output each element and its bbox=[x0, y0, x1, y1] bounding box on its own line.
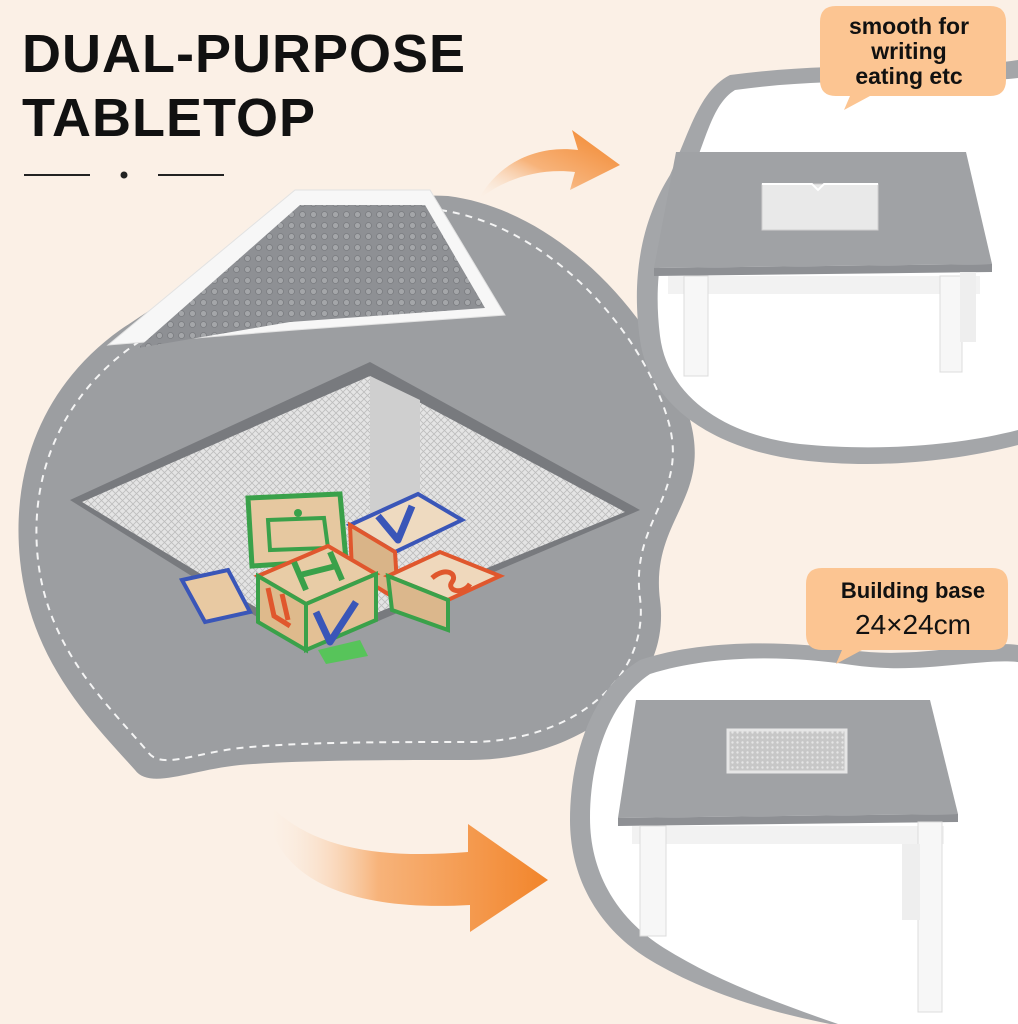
page-headline: DUAL-PURPOSE TABLETOP bbox=[22, 22, 466, 150]
arrow-to-smooth-table bbox=[478, 130, 620, 200]
building-callout-title: Building base bbox=[840, 578, 986, 603]
smooth-callout-line-1: smooth for bbox=[848, 13, 970, 39]
headline-divider bbox=[24, 171, 224, 179]
alphabet-blocks bbox=[178, 491, 506, 664]
building-table-panel bbox=[570, 643, 1018, 1024]
building-plate-lid bbox=[106, 189, 506, 348]
smooth-callout-line-3: eating etc bbox=[855, 63, 963, 89]
building-callout-size: 24×24cm bbox=[855, 609, 971, 640]
arrow-to-building-table bbox=[265, 800, 548, 932]
smooth-callout-bubble bbox=[820, 6, 1006, 110]
headline-line-1: DUAL-PURPOSE bbox=[22, 24, 467, 84]
smooth-callout-text: smooth for writing eating etc bbox=[834, 14, 984, 89]
smooth-callout-line-2: writing bbox=[871, 38, 947, 64]
smooth-table-panel bbox=[636, 60, 1018, 465]
headline-line-2: TABLETOP bbox=[22, 88, 317, 148]
building-callout-bubble bbox=[806, 568, 1008, 664]
stitch-outline bbox=[35, 208, 674, 762]
